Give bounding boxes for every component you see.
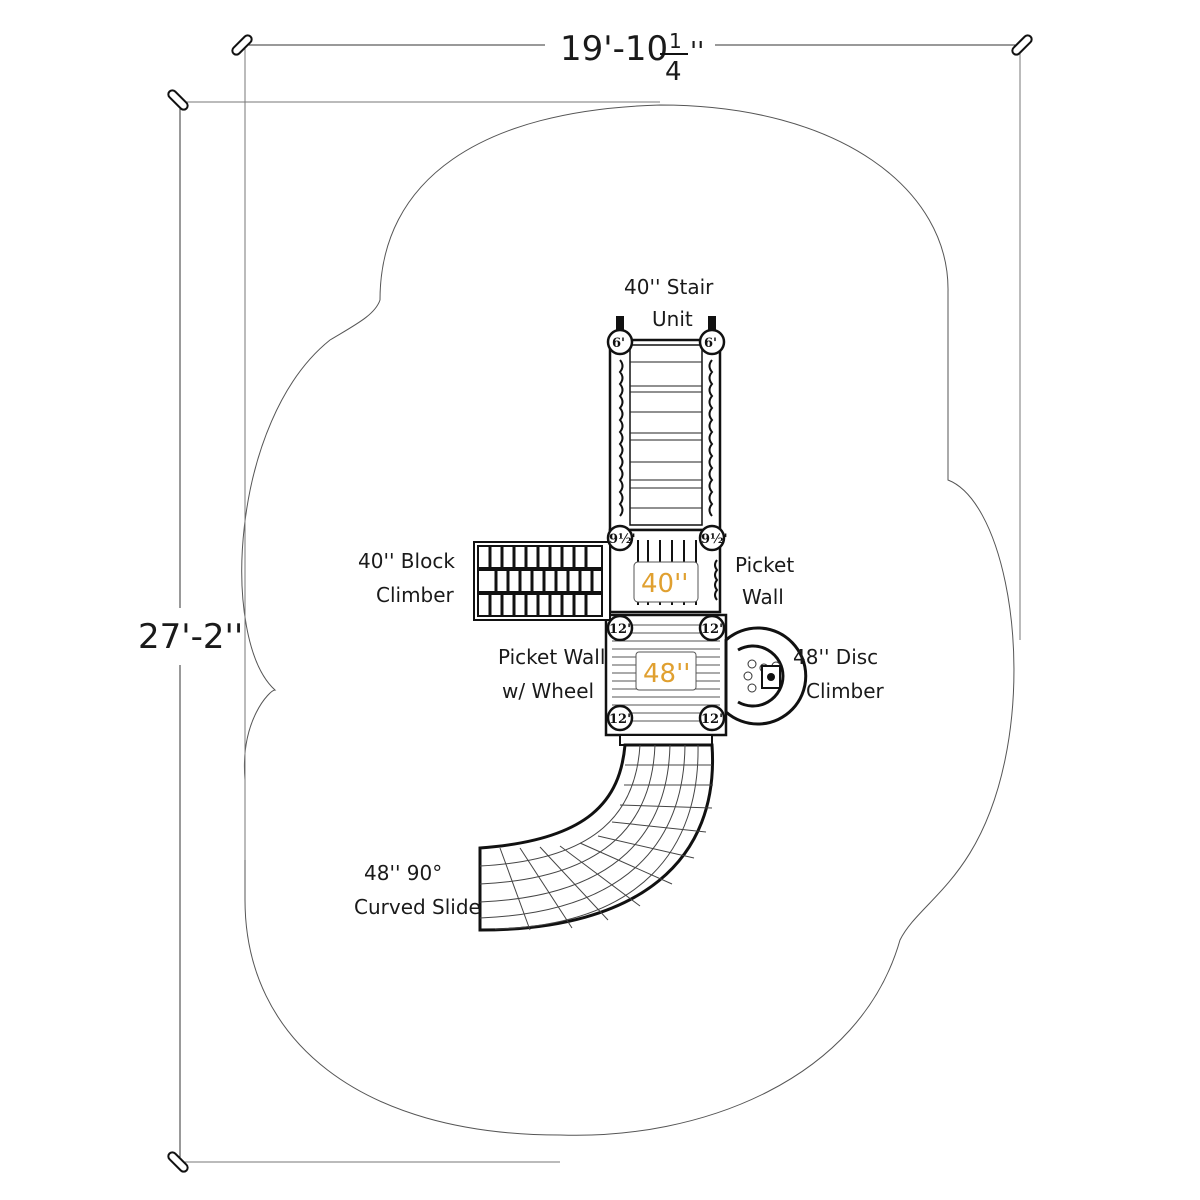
stair-unit: [608, 316, 722, 532]
svg-text:9½': 9½': [609, 532, 636, 547]
label-picket-wheel-line2: w/ Wheel: [502, 679, 594, 703]
post-deck-top-left: 12': [606, 614, 634, 642]
label-picket-line2: Wall: [742, 585, 784, 609]
safety-zone-outline: [241, 104, 1015, 1136]
deck-40: 40'': [608, 528, 722, 614]
label-disc-line2: Climber: [806, 679, 885, 703]
label-disc-line1: 48'' Disc: [793, 645, 878, 669]
label-stair-line1: 40'' Stair: [624, 275, 714, 299]
post-deck-bottom-left: 12': [606, 704, 634, 732]
label-picket-wheel-line1: Picket Wall: [498, 645, 605, 669]
label-stair-line2: Unit: [652, 307, 693, 331]
label-picket-line1: Picket: [735, 553, 794, 577]
label-block-line1: 40'' Block: [358, 549, 455, 573]
svg-text:6': 6': [704, 336, 717, 351]
label-slide-line1: 48'' 90°: [364, 861, 442, 885]
post-mid-left: 9½': [606, 524, 636, 552]
width-dimension: 19'-10: [560, 29, 668, 69]
curved-slide: [478, 743, 715, 932]
svg-text:6': 6': [612, 336, 625, 351]
post-mid-right: 9½': [698, 524, 728, 552]
deck-40-label: 40'': [641, 569, 688, 599]
post-top-right: 6': [698, 328, 726, 356]
post-deck-top-right: 12': [698, 614, 726, 642]
depth-tick-bottom: [167, 1151, 189, 1173]
svg-text:12': 12': [609, 712, 631, 727]
depth-dimension: 27'-2'': [138, 617, 243, 657]
svg-text:12': 12': [609, 622, 631, 637]
width-inch-mark: '': [690, 37, 704, 67]
block-climber: [473, 541, 611, 621]
width-fraction-denominator: 4: [665, 57, 682, 87]
width-tick-left: [231, 34, 253, 56]
svg-text:9½': 9½': [701, 532, 728, 547]
width-fraction-numerator: 1: [669, 29, 682, 53]
width-tick-right: [1011, 34, 1033, 56]
svg-text:12': 12': [701, 622, 723, 637]
post-top-left: 6': [606, 328, 634, 356]
label-block-line2: Climber: [376, 583, 455, 607]
depth-tick-top: [167, 89, 189, 111]
label-slide-line2: Curved Slide: [354, 895, 481, 919]
post-deck-bottom-right: 12': [698, 704, 726, 732]
disc-climber: [724, 626, 808, 726]
deck-48-label: 48'': [643, 659, 690, 689]
svg-text:12': 12': [701, 712, 723, 727]
